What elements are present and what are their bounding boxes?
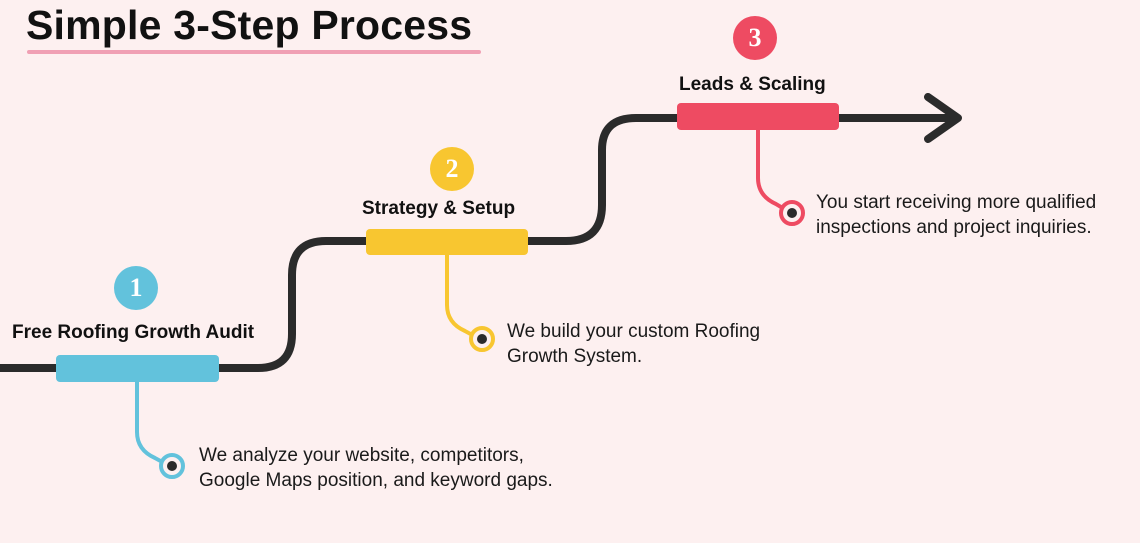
page-title: Simple 3-Step Process bbox=[26, 2, 473, 48]
step-3-number-badge: 3 bbox=[733, 16, 777, 60]
step-3-connector bbox=[756, 130, 788, 212]
step-3-description-line-2: inspections and project inquiries. bbox=[816, 217, 1092, 238]
step-2-description-line-2: Growth System. bbox=[507, 346, 643, 367]
bullet-dot-icon bbox=[167, 461, 177, 471]
step-1-description: We analyze your website, competitors, Go… bbox=[199, 443, 553, 493]
bullet-dot-icon bbox=[477, 334, 487, 344]
step-2-bar bbox=[366, 229, 528, 255]
step-1-description-line-1: We analyze your website, competitors, bbox=[199, 445, 524, 466]
step-2-connector bbox=[445, 255, 477, 339]
step-1-description-line-2: Google Maps position, and keyword gaps. bbox=[199, 470, 553, 491]
step-2-title: Strategy & Setup bbox=[362, 198, 516, 219]
step-2-description-line-1: We build your custom Roofing bbox=[507, 321, 761, 342]
arrow-right-icon bbox=[924, 93, 962, 143]
step-3-description: You start receiving more qualified inspe… bbox=[816, 190, 1096, 240]
step-1-bar bbox=[56, 355, 219, 382]
bullet-dot-icon bbox=[787, 208, 797, 218]
process-path bbox=[0, 114, 959, 372]
step-2-number-badge: 2 bbox=[430, 147, 474, 191]
step-2-description: We build your custom Roofing Growth Syst… bbox=[507, 319, 760, 369]
step-1-title: Free Roofing Growth Audit bbox=[12, 322, 255, 343]
title-underline bbox=[27, 50, 481, 54]
step-3-bar bbox=[677, 103, 839, 130]
step-1-number-badge: 1 bbox=[114, 266, 158, 310]
step-3-title: Leads & Scaling bbox=[679, 74, 826, 95]
step-1-connector bbox=[135, 382, 167, 466]
step-3-description-line-1: You start receiving more qualified bbox=[816, 192, 1097, 213]
